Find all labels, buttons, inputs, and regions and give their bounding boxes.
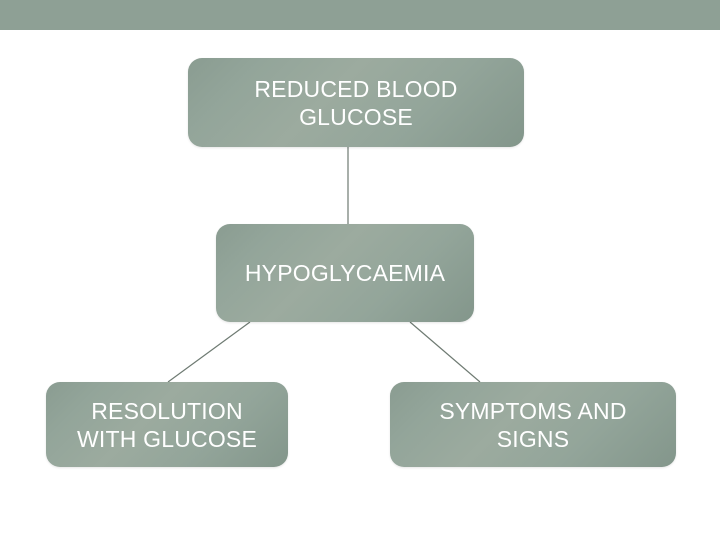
top-decorative-banner xyxy=(0,0,720,30)
node-hypoglycaemia-label: HYPOGLYCAEMIA xyxy=(244,260,446,286)
connector-hypoglycaemia-to-resolution xyxy=(167,321,251,383)
node-resolution-with-glucose[interactable]: RESOLUTION WITH GLUCOSE xyxy=(46,382,288,467)
node-hypoglycaemia[interactable]: HYPOGLYCAEMIA xyxy=(216,224,474,322)
node-reduced-blood-glucose[interactable]: REDUCED BLOOD GLUCOSE xyxy=(188,58,524,147)
node-symptoms-and-signs-label: SYMPTOMS AND SIGNS xyxy=(439,397,627,452)
connector-hypoglycaemia-to-symptoms xyxy=(409,321,481,383)
node-symptoms-and-signs[interactable]: SYMPTOMS AND SIGNS xyxy=(390,382,676,467)
node-reduced-blood-glucose-label: REDUCED BLOOD GLUCOSE xyxy=(254,75,458,130)
node-resolution-with-glucose-label: RESOLUTION WITH GLUCOSE xyxy=(76,397,258,452)
